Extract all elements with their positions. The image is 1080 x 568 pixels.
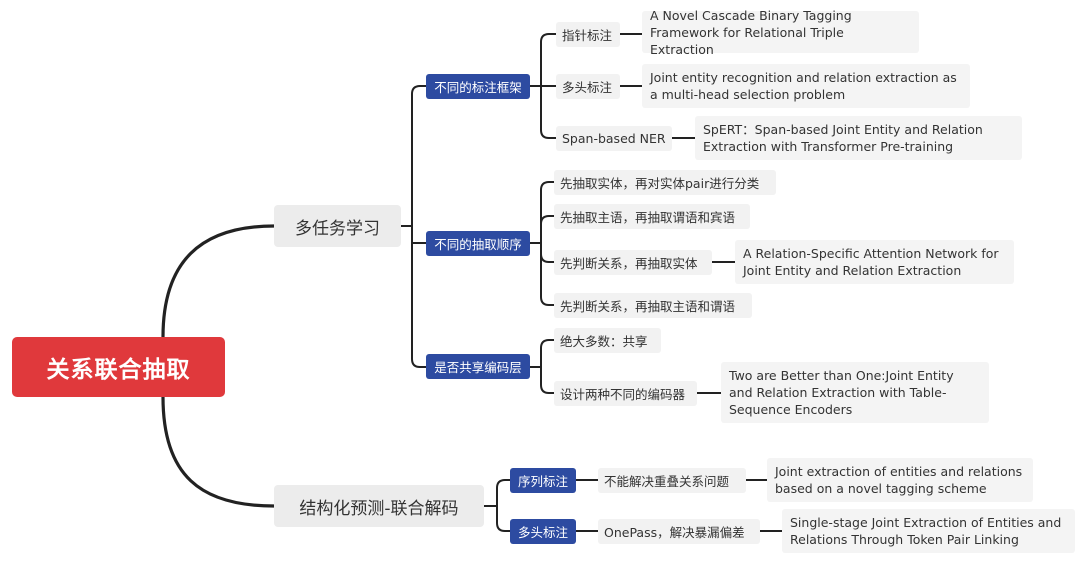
paper-cascade-binary-tagging: A Novel Cascade Binary Tagging Framework… [642, 8, 919, 57]
leaf-two-encoders: 设计两种不同的编码器 [554, 381, 697, 406]
paper-token-pair-linking: Single-stage Joint Extraction of Entitie… [782, 509, 1075, 553]
paper-novel-tagging-scheme: Joint extraction of entities and relatio… [767, 458, 1033, 502]
connector-to-multihead-decode [496, 505, 511, 532]
sub-sequence-tagging: 序列标注 [510, 468, 576, 493]
leaf-span-based-ner: Span-based NER [556, 126, 672, 151]
paper-spert: SpERT：Span-based Joint Entity and Relati… [695, 116, 1022, 160]
connector-to-sequence [496, 479, 511, 507]
sub-extraction-order: 不同的抽取顺序 [426, 231, 530, 256]
connector-to-extraction-order [411, 225, 427, 244]
root-node: 关系联合抽取 [12, 337, 225, 397]
paper-relation-specific-attention: A Relation-Specific Attention Network fo… [735, 240, 1014, 284]
connector-to-span [540, 85, 557, 139]
paper-multihead-selection: Joint entity recognition and relation ex… [642, 64, 970, 108]
connector-to-two-encoders [540, 366, 555, 394]
connector-to-annotation-framework [411, 85, 427, 227]
connector-to-entity-pair [540, 181, 555, 244]
leaf-mostly-shared: 绝大多数：共享 [554, 328, 661, 353]
connector-to-subject-first [540, 215, 555, 244]
connector-to-relation-entity [540, 242, 555, 263]
branch-multitask: 多任务学习 [274, 205, 401, 247]
leaf-relation-then-entity: 先判断关系，再抽取实体 [554, 250, 712, 275]
paper-table-sequence-encoders: Two are Better than One:Joint Entity and… [721, 362, 989, 423]
leaf-entity-then-pair: 先抽取实体，再对实体pair进行分类 [554, 170, 776, 195]
connector-to-shared [540, 339, 555, 368]
leaf-relation-then-subject: 先判断关系，再抽取主语和谓语 [554, 293, 752, 318]
sub-multihead-tagging: 多头标注 [510, 519, 576, 544]
leaf-multihead-tagging: 多头标注 [556, 74, 620, 99]
leaf-cannot-solve-overlap: 不能解决重叠关系问题 [598, 468, 746, 493]
leaf-pointer-tagging: 指针标注 [556, 22, 620, 47]
connector-to-relation-subject [540, 242, 555, 306]
branch-structured-prediction: 结构化预测-联合解码 [274, 485, 484, 527]
connector-to-shared-encoder [411, 225, 427, 368]
connector-root-structured [161, 395, 276, 508]
connector-root-multitask [161, 224, 276, 339]
leaf-onepass: OnePass，解决暴漏偏差 [598, 519, 760, 544]
leaf-subject-then-predicate: 先抽取主语，再抽取谓语和宾语 [554, 204, 750, 229]
sub-annotation-framework: 不同的标注框架 [426, 74, 530, 99]
connector-to-pointer [540, 33, 557, 87]
sub-shared-encoder: 是否共享编码层 [426, 354, 530, 379]
